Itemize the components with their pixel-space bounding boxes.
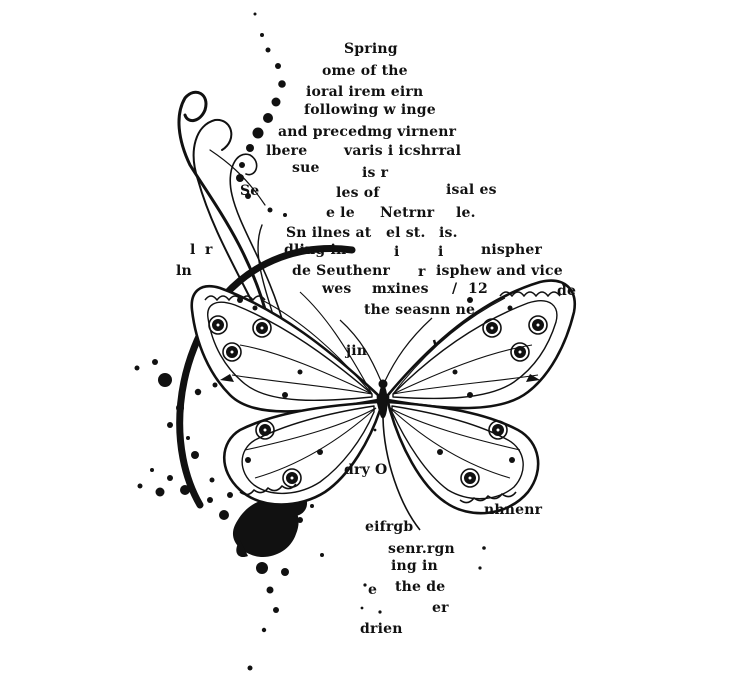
text-fragment: isphew and vice [436, 263, 563, 279]
ink-splatter [134, 12, 486, 671]
text-fragment: 12 [468, 281, 488, 297]
text-fragment: eifrgb [365, 519, 414, 535]
text-fragment: de Seuthenr [292, 263, 391, 279]
text-fragment: e le [326, 205, 355, 221]
text-fragment: sue [292, 160, 320, 176]
text-fragment: i [394, 244, 400, 260]
text-fragment: ioral irem eirn [306, 84, 424, 100]
text-fragment: r [205, 242, 213, 258]
text-fragment: the seasnn ne [364, 302, 476, 318]
text-fragment: er [432, 600, 449, 616]
text-fragment: / [452, 281, 458, 297]
text-fragment: r [418, 264, 426, 280]
text-fragment: de [557, 283, 577, 299]
text-fragment: nhnenr [484, 502, 543, 518]
text-fragment: is r [362, 165, 389, 181]
text-fragment: isal es [446, 182, 497, 198]
text-fragment: el st. [386, 225, 426, 241]
text-fragment: jin [346, 343, 368, 359]
text-fragment: les of [336, 185, 380, 201]
text-fragment: and precedmg virnenr [278, 124, 457, 140]
text-fragment: Se [240, 183, 260, 199]
swirl-flourish [177, 90, 286, 331]
text-fragment: ing in [391, 558, 438, 574]
text-fragment: l [190, 242, 196, 258]
text-fragment: i [438, 244, 444, 260]
text-fragment: mxines [372, 281, 429, 297]
text-fragment: e [368, 582, 378, 598]
text-fragment: senr.rgn [388, 541, 455, 557]
text-fragment: ln [176, 263, 192, 279]
text-fragment: varis i icshrral [344, 143, 462, 159]
text-fragment: following w inge [304, 102, 436, 118]
text-fragment: wes [322, 281, 352, 297]
text-fragment: the de [395, 579, 446, 595]
text-fragment: drien [360, 621, 403, 637]
text-fragment: dry O [344, 462, 388, 478]
text-fragment: nispher [481, 242, 543, 258]
text-fragment: Sn ilnes at [286, 225, 372, 241]
text-fragment: ome of the [322, 63, 408, 79]
text-fragment: dling in [284, 242, 347, 258]
text-fragment: le. [456, 205, 476, 221]
text-fragment: Spring [344, 41, 398, 57]
text-fragment: lbere [266, 143, 308, 159]
text-fragment: is. [439, 225, 458, 241]
text-fragment: Netrnr [380, 205, 435, 221]
butterfly [190, 279, 577, 531]
